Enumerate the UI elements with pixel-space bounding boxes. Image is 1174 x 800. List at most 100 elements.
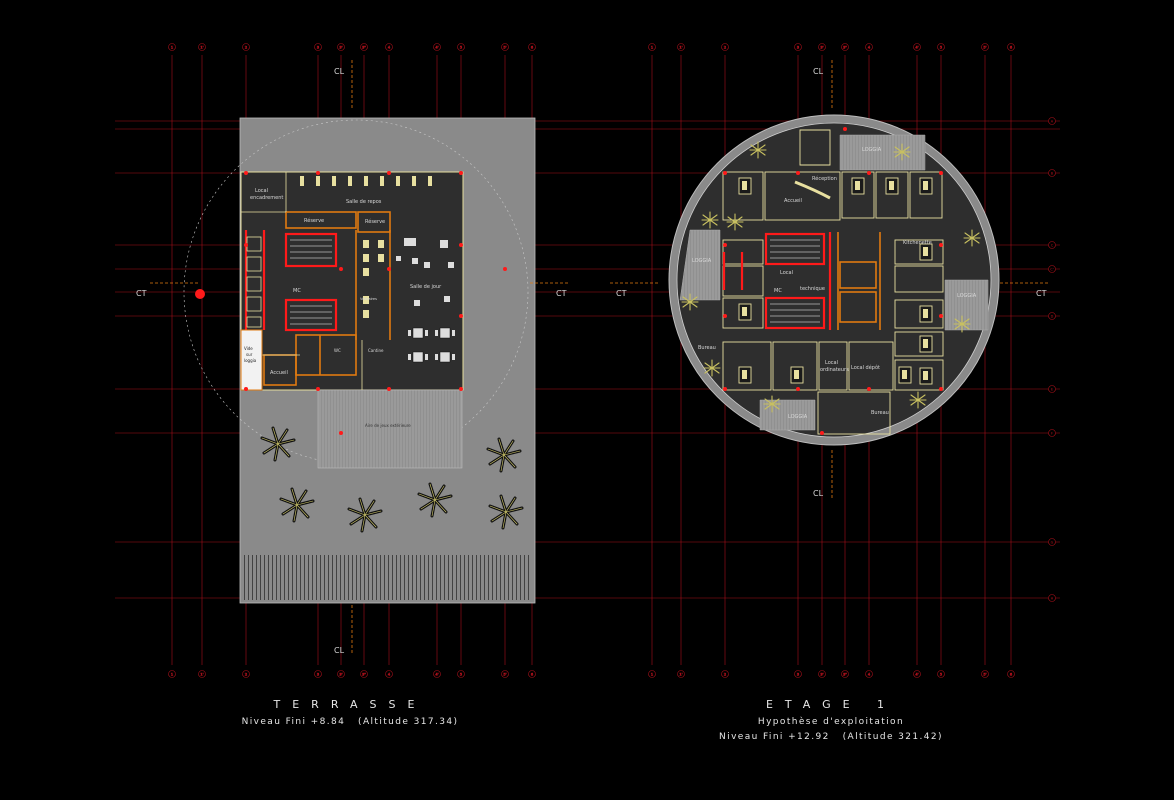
column-marker-bottom-r-2-label: 2 — [724, 673, 726, 677]
column-marker-bottom-r-7: 4' — [913, 670, 921, 678]
origin-marker — [195, 289, 205, 299]
column-marker-bottom-l-10: 6 — [528, 670, 536, 678]
column-marker-top-l-9: 5' — [501, 43, 509, 51]
etage1-caption: ETAGE 1 Hypothèse d'exploitation Niveau … — [681, 698, 981, 742]
column-marker-bottom-l-10-label: 6 — [531, 673, 533, 677]
row-marker-6-label: F — [1051, 432, 1053, 436]
column-marker-top-r-7: 4' — [913, 43, 921, 51]
column-marker-top-r-10-label: 6 — [1010, 46, 1012, 50]
column-marker-bottom-r-0-label: 1 — [651, 673, 653, 677]
label-loggia-top: LOGGIA — [862, 147, 882, 153]
row-marker-8-label: H — [1051, 597, 1054, 601]
section-ct-left-1: CT — [136, 289, 147, 298]
terrasse-plan: Local encadrement Salle de repos Réserve… — [183, 117, 536, 604]
etage1-title: ETAGE 1 — [765, 698, 897, 711]
column-marker-bottom-l-4-label: 3' — [339, 673, 342, 677]
column-marker-top-r-5-label: 3" — [843, 46, 847, 50]
column-marker-bottom-r-9-label: 5' — [983, 673, 986, 677]
column-marker-top-l-7: 4' — [433, 43, 441, 51]
column-marker-top-l-0-label: 1 — [171, 46, 173, 50]
column-marker-top-l-3: 3 — [314, 43, 322, 51]
etage1-level-value: Niveau Fini +12.92 — [719, 732, 830, 742]
label-vide-sur: sur — [246, 352, 253, 357]
label-kitchenette: Kitchenette — [903, 240, 932, 246]
terrasse-level-value: Niveau Fini +8.84 — [241, 717, 346, 727]
etage1-altitude: (Altitude 321.42) — [842, 732, 943, 742]
column-marker-bottom-l-5-label: 3" — [362, 673, 366, 677]
label-vide-loggia: loggia — [244, 358, 257, 363]
label-salle-repos: Salle de repos — [346, 199, 382, 205]
label-local: Local — [780, 270, 793, 276]
grid-column-markers: 1 1' 2 3 3' 3" 4 4' 5 5' 6 1 1' 2 3 3' 3" 4 4' 5 5' 6 1 1' 2 3 3'… — [168, 43, 1015, 678]
row-marker-3: C' — [1048, 265, 1056, 273]
row-marker-6: F — [1048, 429, 1056, 437]
terrasse-caption: TERRASSE Niveau Fini +8.84 (Altitude 317… — [200, 698, 500, 727]
column-marker-top-l-1: 1' — [198, 43, 206, 51]
column-marker-top-r-1: 1' — [677, 43, 685, 51]
column-marker-top-r-2-label: 2 — [724, 46, 726, 50]
column-marker-top-l-8: 5 — [457, 43, 465, 51]
section-cl-bottom-left: CL — [334, 646, 345, 655]
column-marker-top-r-3: 3 — [794, 43, 802, 51]
section-cl-top-right: CL — [813, 67, 824, 76]
label-wc: WC — [334, 348, 341, 353]
column-marker-top-r-7-label: 4' — [915, 46, 918, 50]
label-local-encadrement-2: encadrement — [250, 195, 283, 201]
label-loggia-left: LOGGIA — [692, 258, 712, 264]
column-marker-bottom-l-1: 1' — [198, 670, 206, 678]
column-marker-top-l-8-label: 5 — [460, 46, 462, 50]
column-marker-bottom-l-0: 1 — [168, 670, 176, 678]
column-marker-top-r-6-label: 4 — [868, 46, 871, 50]
column-marker-top-l-2-label: 2 — [245, 46, 247, 50]
column-marker-bottom-r-10-label: 6 — [1010, 673, 1012, 677]
label-reserve-1: Réserve — [304, 217, 324, 224]
label-mc-e1: MC — [774, 288, 782, 294]
column-marker-top-r-5: 3" — [841, 43, 849, 51]
terrasse-title: TERRASSE — [273, 698, 427, 711]
column-marker-top-l-0: 1 — [168, 43, 176, 51]
row-marker-2-label: C — [1051, 244, 1054, 248]
row-marker-5-label: E — [1051, 388, 1053, 392]
column-marker-top-r-3-label: 3 — [797, 46, 799, 50]
terrasse-level: Niveau Fini +8.84 (Altitude 317.34) — [200, 717, 500, 727]
label-loggia-right: LOGGIA — [957, 293, 977, 299]
section-ct-right-2: CT — [1036, 289, 1047, 298]
label-mc: MC — [293, 288, 301, 294]
column-marker-top-l-5: 3" — [360, 43, 368, 51]
column-marker-top-l-3-label: 3 — [317, 46, 319, 50]
label-technique: technique — [800, 286, 825, 292]
section-markers: CL CL CL CL CT CT CT CT — [136, 60, 1050, 655]
column-marker-bottom-r-5-label: 3" — [843, 673, 847, 677]
column-marker-top-r-8: 5 — [937, 43, 945, 51]
column-marker-bottom-r-4-label: 3' — [820, 673, 823, 677]
row-marker-8: H — [1048, 594, 1056, 602]
section-cl-bottom-right: CL — [813, 489, 824, 498]
column-marker-top-r-1-label: 1' — [679, 46, 682, 50]
label-local-ordinateurs-2: ordinateurs — [820, 367, 849, 373]
column-marker-bottom-l-7: 4' — [433, 670, 441, 678]
column-marker-bottom-l-9: 5' — [501, 670, 509, 678]
column-marker-bottom-r-6-label: 4 — [868, 673, 871, 677]
column-marker-bottom-r-0: 1 — [648, 670, 656, 678]
section-ct-left-2: CT — [556, 289, 567, 298]
label-vide: Vide — [244, 346, 253, 351]
column-marker-bottom-r-6: 4 — [865, 670, 873, 678]
column-marker-top-r-9: 5' — [981, 43, 989, 51]
row-marker-0: A — [1048, 117, 1056, 125]
column-marker-bottom-r-8-label: 5 — [940, 673, 942, 677]
column-marker-bottom-r-3: 3 — [794, 670, 802, 678]
column-marker-bottom-l-8: 5 — [457, 670, 465, 678]
column-marker-top-r-6: 4 — [865, 43, 873, 51]
label-vestiaires: Vestiaires — [360, 297, 377, 301]
column-marker-bottom-l-0-label: 1 — [171, 673, 173, 677]
section-cl-top-left: CL — [334, 67, 345, 76]
column-marker-top-r-4: 3' — [818, 43, 826, 51]
column-marker-bottom-l-1-label: 1' — [200, 673, 203, 677]
column-marker-top-l-6-label: 4 — [388, 46, 391, 50]
label-accueil: Accueil — [270, 370, 288, 376]
column-marker-bottom-l-5: 3" — [360, 670, 368, 678]
column-marker-bottom-r-10: 6 — [1007, 670, 1015, 678]
column-marker-top-l-5-label: 3" — [362, 46, 366, 50]
